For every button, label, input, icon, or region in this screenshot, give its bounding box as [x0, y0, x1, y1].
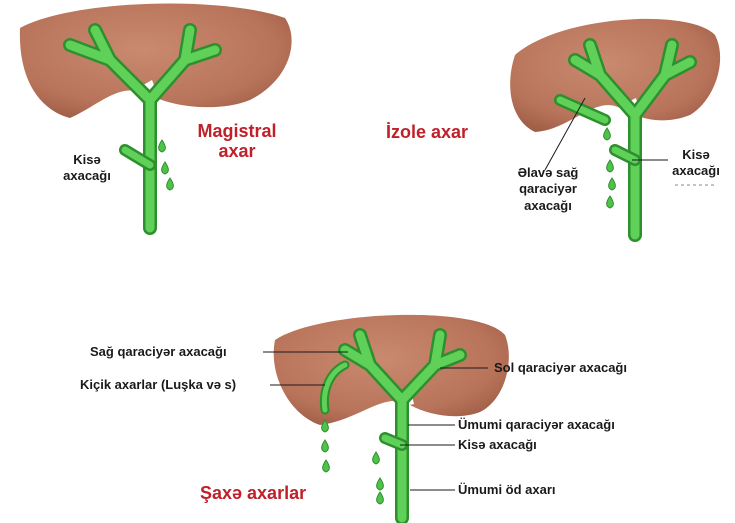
izole-accessory-label-line-3: axacağı	[498, 198, 598, 214]
label-common-bile: Ümumi öd axarı	[458, 482, 598, 498]
magistral-title: Magistral axar	[182, 122, 292, 162]
izole-title: İzole axar	[386, 123, 516, 143]
izole-cystic-label-line-1: Kisə	[664, 147, 728, 163]
magistral-cystic-label-line-1: Kisə	[52, 152, 122, 168]
bile-drops	[604, 128, 616, 208]
panel-magistral	[20, 3, 292, 228]
label-common-hepatic: Ümumi qaraciyər axacağı	[458, 417, 658, 433]
izole-cystic-label: Kisə axacağı	[664, 147, 728, 180]
saxe-title: Şaxə axarlar	[200, 484, 350, 504]
liver-shape	[510, 19, 720, 132]
liver-shape	[274, 315, 509, 425]
magistral-title-line-2: axar	[182, 142, 292, 162]
magistral-cystic-label-line-2: axacağı	[52, 168, 122, 184]
label-cystic: Kisə axacağı	[458, 437, 578, 453]
label-right-hepatic: Sağ qaraciyər axacağı	[90, 344, 265, 360]
magistral-title-line-1: Magistral	[182, 122, 292, 142]
izole-accessory-label: Əlavə sağ qaraciyər axacağı	[498, 165, 598, 214]
bile-drops	[159, 140, 174, 190]
label-left-hepatic: Sol qaraciyər axacağı	[494, 360, 674, 376]
izole-accessory-label-line-1: Əlavə sağ	[498, 165, 598, 181]
izole-cystic-label-line-2: axacağı	[664, 163, 728, 179]
label-small-ducts: Kiçik axarlar (Luşka və s)	[80, 377, 275, 393]
magistral-cystic-label: Kisə axacağı	[52, 152, 122, 185]
izole-accessory-label-line-2: qaraciyər	[498, 181, 598, 197]
